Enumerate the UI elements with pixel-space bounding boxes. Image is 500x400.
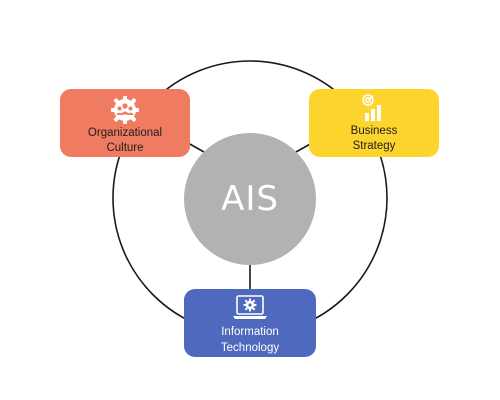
center-circle: AIS bbox=[184, 133, 316, 265]
target-bar-chart-icon bbox=[362, 94, 381, 121]
center-label: AIS bbox=[221, 179, 279, 219]
label-line-1: Information bbox=[221, 326, 279, 338]
team-gear-icon bbox=[111, 96, 139, 124]
label-line-2: Strategy bbox=[352, 140, 396, 152]
label-line-1: Organizational bbox=[87, 127, 163, 139]
label-line-2: Technology bbox=[220, 342, 280, 354]
node-information-technology: Information Technology bbox=[184, 289, 316, 357]
node-organizational-culture: Organizational Culture bbox=[60, 89, 190, 157]
label-line-1: Business bbox=[350, 125, 398, 137]
label-line-2: Culture bbox=[106, 142, 144, 154]
node-business-strategy: Business Strategy bbox=[309, 89, 439, 157]
laptop-gear-icon bbox=[233, 295, 267, 319]
connector-line-org bbox=[187, 142, 205, 153]
